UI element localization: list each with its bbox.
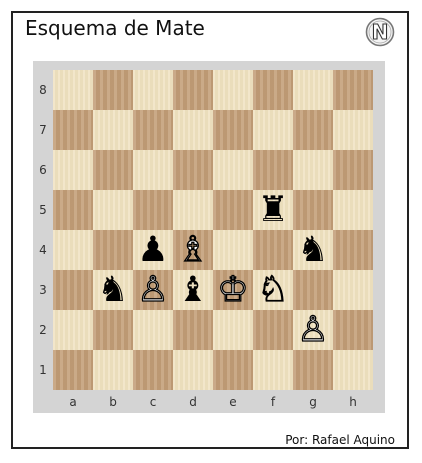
square-a3[interactable] bbox=[53, 270, 93, 310]
square-c7[interactable] bbox=[133, 110, 173, 150]
square-c5[interactable] bbox=[133, 190, 173, 230]
square-b7[interactable] bbox=[93, 110, 133, 150]
file-label: f bbox=[270, 395, 276, 409]
black-knight-icon[interactable]: ♞ bbox=[97, 270, 129, 310]
rank-label: 1 bbox=[39, 363, 47, 377]
white-king-icon[interactable]: ♔ bbox=[217, 269, 250, 310]
author-credit: Por: Rafael Aquino bbox=[285, 433, 395, 447]
black-bishop-icon[interactable]: ♝ bbox=[177, 270, 209, 310]
square-d6[interactable] bbox=[173, 150, 213, 190]
square-g1[interactable] bbox=[293, 350, 333, 390]
square-c3[interactable]: ♙ bbox=[133, 269, 173, 311]
square-h1[interactable] bbox=[333, 350, 373, 390]
square-c4[interactable]: ♟ bbox=[133, 230, 173, 270]
square-f8[interactable] bbox=[253, 70, 293, 110]
square-f5[interactable]: ♜ bbox=[253, 190, 293, 230]
file-label: c bbox=[149, 395, 157, 409]
square-h2[interactable] bbox=[333, 310, 373, 350]
square-h8[interactable] bbox=[333, 70, 373, 110]
square-e7[interactable] bbox=[213, 110, 253, 150]
square-d2[interactable] bbox=[173, 310, 213, 350]
square-d4[interactable]: ♗ bbox=[173, 229, 213, 271]
n-logo-icon: N bbox=[365, 17, 395, 47]
square-g4[interactable]: ♞ bbox=[293, 230, 333, 270]
square-b5[interactable] bbox=[93, 190, 133, 230]
file-label: d bbox=[189, 395, 197, 409]
square-h4[interactable] bbox=[333, 230, 373, 270]
file-label: a bbox=[69, 395, 77, 409]
square-a6[interactable] bbox=[53, 150, 93, 190]
square-g6[interactable] bbox=[293, 150, 333, 190]
square-b4[interactable] bbox=[93, 230, 133, 270]
square-f6[interactable] bbox=[253, 150, 293, 190]
black-rook-icon[interactable]: ♜ bbox=[257, 190, 289, 230]
square-d8[interactable] bbox=[173, 70, 213, 110]
square-h3[interactable] bbox=[333, 270, 373, 310]
square-c2[interactable] bbox=[133, 310, 173, 350]
square-a8[interactable] bbox=[53, 70, 93, 110]
square-g2[interactable]: ♙ bbox=[293, 309, 333, 351]
square-b2[interactable] bbox=[93, 310, 133, 350]
square-g7[interactable] bbox=[293, 110, 333, 150]
white-pawn-icon[interactable]: ♙ bbox=[297, 309, 330, 350]
square-c8[interactable] bbox=[133, 70, 173, 110]
square-e8[interactable] bbox=[213, 70, 253, 110]
black-knight-icon[interactable]: ♞ bbox=[297, 230, 329, 270]
square-d3[interactable]: ♝ bbox=[173, 270, 213, 310]
square-d5[interactable] bbox=[173, 190, 213, 230]
rank-label: 5 bbox=[39, 203, 47, 217]
square-e3[interactable]: ♔ bbox=[213, 269, 253, 311]
page-title: Esquema de Mate bbox=[25, 16, 205, 40]
white-knight-icon[interactable]: ♘ bbox=[257, 269, 290, 310]
rank-label: 6 bbox=[39, 163, 47, 177]
square-f7[interactable] bbox=[253, 110, 293, 150]
square-d7[interactable] bbox=[173, 110, 213, 150]
square-e6[interactable] bbox=[213, 150, 253, 190]
square-e5[interactable] bbox=[213, 190, 253, 230]
square-g5[interactable] bbox=[293, 190, 333, 230]
square-e2[interactable] bbox=[213, 310, 253, 350]
square-e4[interactable] bbox=[213, 230, 253, 270]
rank-label: 2 bbox=[39, 323, 47, 337]
white-bishop-icon[interactable]: ♗ bbox=[177, 229, 210, 270]
file-label: b bbox=[109, 395, 117, 409]
square-h6[interactable] bbox=[333, 150, 373, 190]
square-a1[interactable] bbox=[53, 350, 93, 390]
square-d1[interactable] bbox=[173, 350, 213, 390]
file-label: e bbox=[229, 395, 237, 409]
rank-label: 7 bbox=[39, 123, 47, 137]
square-g3[interactable] bbox=[293, 270, 333, 310]
square-b6[interactable] bbox=[93, 150, 133, 190]
rank-label: 3 bbox=[39, 283, 47, 297]
white-pawn-icon[interactable]: ♙ bbox=[137, 269, 170, 310]
square-h7[interactable] bbox=[333, 110, 373, 150]
square-g8[interactable] bbox=[293, 70, 333, 110]
rank-label: 4 bbox=[39, 243, 47, 257]
square-f3[interactable]: ♘ bbox=[253, 269, 293, 311]
chess-board: ♜♟♗♞♞♙♝♔♘♙ bbox=[53, 70, 373, 390]
square-f4[interactable] bbox=[253, 230, 293, 270]
square-b1[interactable] bbox=[93, 350, 133, 390]
square-e1[interactable] bbox=[213, 350, 253, 390]
square-f2[interactable] bbox=[253, 310, 293, 350]
rank-label: 8 bbox=[39, 83, 47, 97]
square-h5[interactable] bbox=[333, 190, 373, 230]
black-pawn-icon[interactable]: ♟ bbox=[137, 230, 169, 270]
square-c6[interactable] bbox=[133, 150, 173, 190]
square-b3[interactable]: ♞ bbox=[93, 270, 133, 310]
file-label: h bbox=[349, 395, 357, 409]
logo-letter: N bbox=[372, 20, 389, 44]
square-f1[interactable] bbox=[253, 350, 293, 390]
square-a2[interactable] bbox=[53, 310, 93, 350]
square-a7[interactable] bbox=[53, 110, 93, 150]
square-b8[interactable] bbox=[93, 70, 133, 110]
square-a5[interactable] bbox=[53, 190, 93, 230]
square-a4[interactable] bbox=[53, 230, 93, 270]
square-c1[interactable] bbox=[133, 350, 173, 390]
file-label: g bbox=[309, 395, 317, 409]
